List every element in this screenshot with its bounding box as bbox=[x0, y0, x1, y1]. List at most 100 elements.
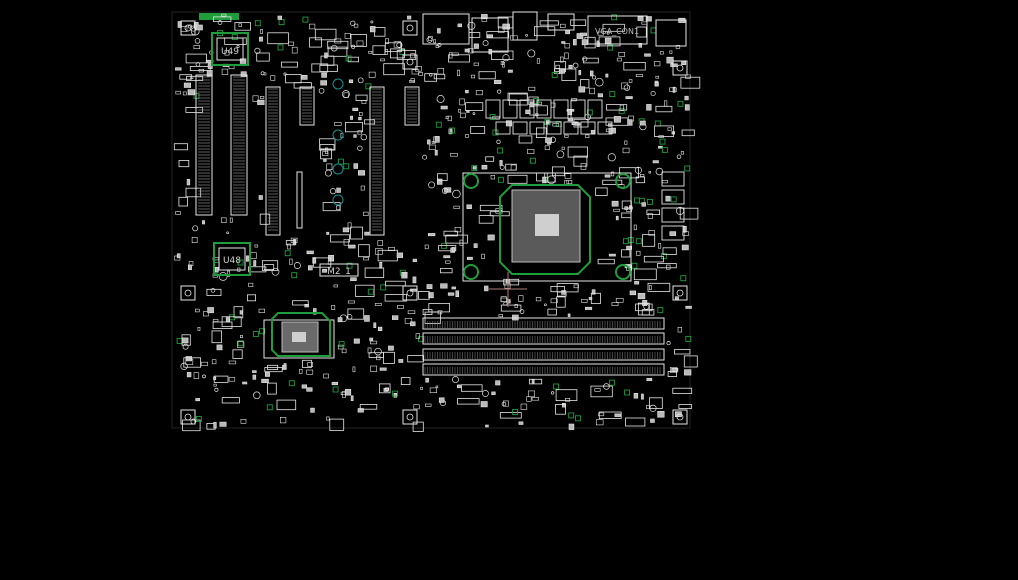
green-pad bbox=[551, 71, 558, 78]
mount-pad-hole bbox=[184, 413, 192, 421]
pcie-slot-4[interactable] bbox=[299, 86, 315, 126]
smd-component bbox=[481, 253, 485, 260]
smd-component bbox=[500, 296, 507, 303]
smd-component bbox=[195, 398, 200, 402]
io-port[interactable] bbox=[422, 13, 470, 45]
mount-pad-hole bbox=[184, 289, 192, 297]
green-pad bbox=[392, 390, 399, 397]
smd-component bbox=[591, 289, 596, 295]
smd-component bbox=[363, 257, 370, 261]
smd-component bbox=[352, 366, 356, 373]
smd-component bbox=[195, 308, 200, 313]
smd-component bbox=[578, 86, 586, 93]
pcie-slot-3[interactable] bbox=[265, 86, 281, 236]
smd-component bbox=[666, 264, 671, 270]
smd-component bbox=[367, 347, 372, 354]
io-port[interactable] bbox=[512, 11, 538, 41]
smd-component bbox=[337, 344, 344, 350]
component-outline bbox=[181, 334, 191, 346]
standoff-hole bbox=[332, 129, 344, 141]
vrm-mosfet bbox=[529, 121, 545, 135]
smd-component bbox=[238, 23, 242, 27]
smd-component bbox=[646, 104, 652, 111]
component-outline bbox=[319, 64, 338, 72]
dimm-slot-4[interactable] bbox=[422, 363, 665, 376]
io-port[interactable] bbox=[655, 19, 687, 47]
component-outline bbox=[536, 127, 547, 139]
io-port[interactable] bbox=[547, 13, 575, 31]
smd-component bbox=[404, 318, 413, 324]
smd-component bbox=[377, 240, 383, 246]
smd-component bbox=[248, 282, 254, 287]
chip-u49[interactable]: U49 bbox=[211, 32, 249, 66]
dimm-slot-2[interactable] bbox=[422, 332, 665, 345]
socket-mount-hole bbox=[463, 173, 479, 189]
smd-component bbox=[301, 75, 308, 80]
smd-component bbox=[364, 315, 370, 322]
smd-component bbox=[202, 220, 206, 225]
mount-pad-hole bbox=[676, 64, 684, 72]
component-outline bbox=[330, 234, 351, 243]
smd-component bbox=[627, 119, 633, 126]
cpu-socket[interactable] bbox=[462, 172, 632, 282]
vrm-choke bbox=[661, 225, 685, 241]
via bbox=[648, 170, 652, 174]
dimm-slot-1[interactable] bbox=[422, 317, 665, 330]
component-outline bbox=[647, 282, 671, 292]
smd-component bbox=[186, 179, 191, 186]
smd-component bbox=[240, 71, 247, 77]
smd-component bbox=[684, 369, 692, 376]
smd-component bbox=[608, 253, 616, 257]
via bbox=[396, 42, 403, 49]
smd-component bbox=[498, 314, 503, 318]
smd-component bbox=[440, 105, 448, 110]
component-outline bbox=[468, 32, 481, 38]
smd-component bbox=[258, 195, 263, 200]
smd-component bbox=[640, 120, 646, 126]
smd-component bbox=[391, 315, 399, 320]
smd-component bbox=[465, 134, 469, 138]
smd-component bbox=[644, 53, 651, 57]
smd-component bbox=[263, 72, 267, 76]
smd-component bbox=[175, 211, 181, 215]
io-port[interactable] bbox=[471, 17, 509, 53]
component-outline bbox=[654, 125, 675, 138]
smd-component bbox=[559, 23, 566, 28]
chip-u48[interactable]: U48 bbox=[213, 242, 251, 276]
smd-component bbox=[203, 311, 209, 317]
chipset[interactable] bbox=[263, 312, 335, 359]
via bbox=[676, 154, 682, 160]
smd-component bbox=[182, 91, 187, 96]
vga-connector[interactable]: VGA_CON1 bbox=[587, 15, 648, 45]
smd-component bbox=[215, 266, 219, 273]
smd-component bbox=[409, 80, 415, 83]
via bbox=[324, 169, 332, 177]
green-pad bbox=[489, 114, 496, 120]
smd-component bbox=[336, 187, 341, 193]
component-outline bbox=[590, 292, 601, 304]
mount-pad bbox=[402, 409, 418, 425]
green-pad bbox=[237, 259, 244, 266]
smd-component bbox=[213, 421, 217, 429]
pcie-slot-6[interactable] bbox=[404, 86, 420, 126]
m2-connector[interactable]: M2_1 bbox=[319, 263, 359, 277]
via bbox=[182, 343, 189, 350]
component-outline bbox=[606, 104, 628, 111]
pcie-slot-5[interactable] bbox=[369, 86, 385, 236]
dimm-slot-3[interactable] bbox=[422, 348, 665, 361]
component-outline bbox=[264, 367, 283, 373]
component-outline bbox=[555, 389, 578, 402]
green-pad bbox=[533, 98, 539, 105]
smd-component bbox=[485, 424, 489, 428]
smd-component bbox=[610, 171, 615, 177]
pcie-slot-1[interactable] bbox=[195, 74, 213, 216]
socket-mount-hole bbox=[615, 173, 631, 189]
via bbox=[544, 303, 547, 307]
smd-component bbox=[681, 244, 689, 251]
vrm-choke bbox=[661, 189, 685, 205]
smd-component bbox=[407, 15, 412, 20]
pcie-slot-2[interactable] bbox=[230, 74, 248, 216]
smd-component bbox=[618, 51, 625, 57]
